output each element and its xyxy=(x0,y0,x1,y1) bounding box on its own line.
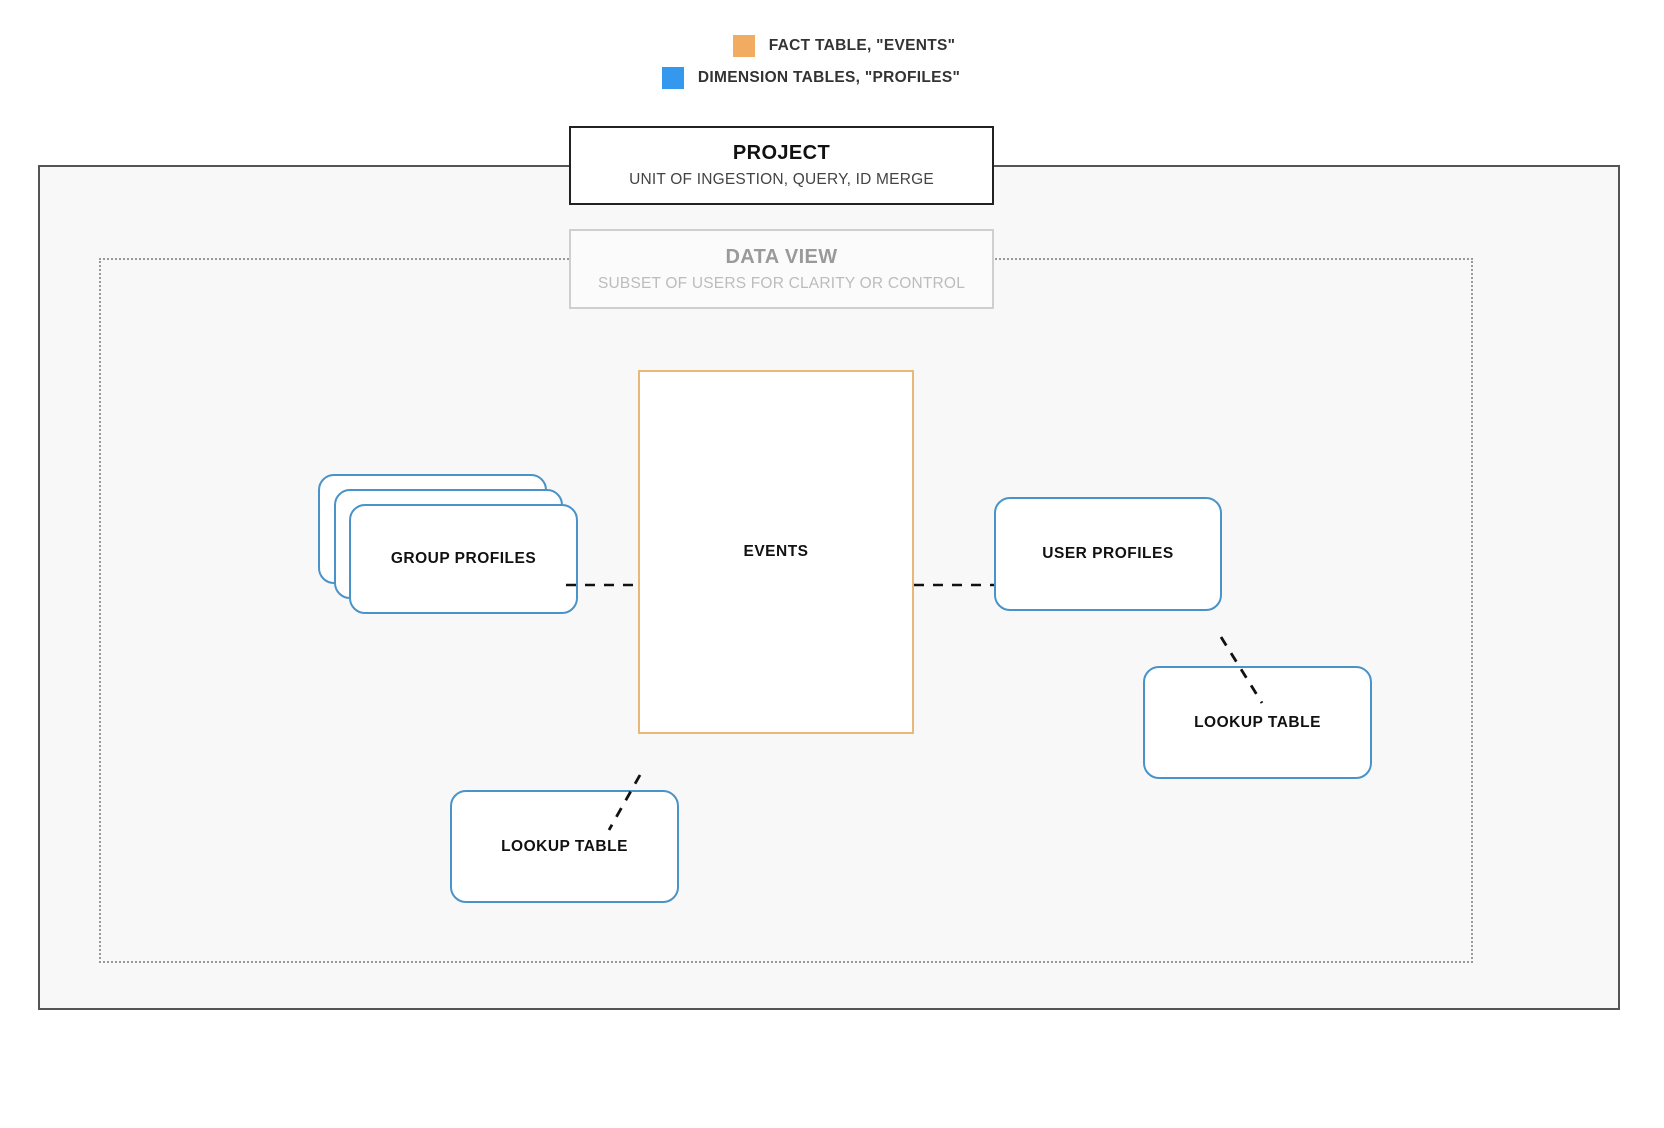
legend-item-fact-table-label: FACT TABLE, "EVENTS" xyxy=(768,37,956,54)
node-lookup-table-left[interactable]: LOOKUP TABLE xyxy=(450,790,679,903)
node-lookup-table-left-label: LOOKUP TABLE xyxy=(501,837,628,855)
node-group-profiles[interactable]: GROUP PROFILES xyxy=(318,474,578,614)
node-lookup-table-right[interactable]: LOOKUP TABLE xyxy=(1143,666,1372,779)
dimension-tables-swatch-icon xyxy=(661,67,684,89)
legend-item-dimension-tables: DIMENSION TABLES, "PROFILES" xyxy=(0,62,1664,94)
node-events[interactable]: EVENTS xyxy=(638,370,914,734)
legend-item-dimension-tables-label: DIMENSION TABLES, "PROFILES" xyxy=(697,69,961,86)
project-header-box[interactable]: PROJECT UNIT OF INGESTION, QUERY, ID MER… xyxy=(569,126,994,205)
legend: FACT TABLE, "EVENTS" DIMENSION TABLES, "… xyxy=(0,30,1664,94)
node-lookup-table-right-label: LOOKUP TABLE xyxy=(1194,713,1321,731)
node-user-profiles[interactable]: USER PROFILES xyxy=(994,497,1222,611)
legend-item-fact-table: FACT TABLE, "EVENTS" xyxy=(0,30,1664,62)
node-group-profiles-label: GROUP PROFILES xyxy=(390,550,537,567)
data-view-title: DATA VIEW xyxy=(725,245,838,268)
fact-table-swatch-icon xyxy=(732,35,755,57)
node-user-profiles-label: USER PROFILES xyxy=(1042,545,1174,562)
group-profiles-stack-card-front[interactable]: GROUP PROFILES xyxy=(349,504,578,614)
data-view-header-box[interactable]: DATA VIEW SUBSET OF USERS FOR CLARITY OR… xyxy=(569,229,994,309)
data-view-subtitle: SUBSET OF USERS FOR CLARITY OR CONTROL xyxy=(597,274,966,292)
node-events-label: EVENTS xyxy=(743,543,809,560)
project-title: PROJECT xyxy=(732,142,831,164)
project-subtitle: UNIT OF INGESTION, QUERY, ID MERGE xyxy=(629,171,934,188)
